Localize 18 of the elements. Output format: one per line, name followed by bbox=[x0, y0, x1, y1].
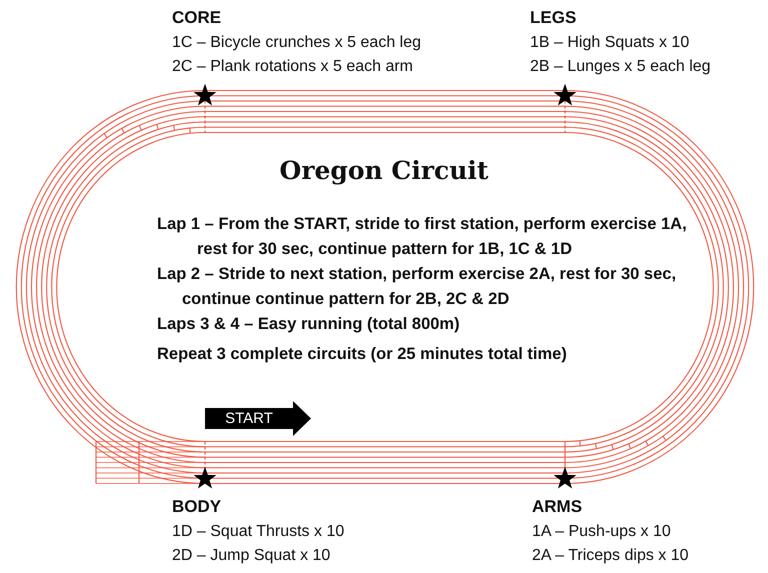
instruction-text: Lap 1 – From the START, stride to first station, perform exercise 1A, rest for 30 sec, continue pattern for 1B, 1C & 1D bbox=[157, 214, 688, 260]
exercise-text: 1A – Push-ups x 10 bbox=[532, 522, 671, 542]
exercise-text: 2A – Triceps dips x 10 bbox=[532, 546, 689, 566]
instruction-text: Lap 2 – Stride to next station, perform exercise 2A, rest for 30 sec, continue continue pattern for 2B, 2C & 2D bbox=[157, 264, 678, 310]
station-heading: BODY bbox=[172, 497, 222, 517]
station-heading: LEGS bbox=[530, 8, 576, 28]
start-label: START bbox=[224, 410, 274, 428]
exercise-text: 2D – Jump Squat x 10 bbox=[172, 546, 330, 566]
instruction-text: Laps 3 & 4 – Easy running (total 800m) bbox=[157, 314, 461, 335]
diagram-title: Oregon Circuit bbox=[280, 156, 488, 185]
station-heading: CORE bbox=[172, 8, 222, 28]
instruction-text: Repeat 3 complete circuits (or 25 minutes total time) bbox=[157, 344, 568, 365]
exercise-text: 2B – Lunges x 5 each leg bbox=[530, 57, 711, 77]
exercise-text: 1B – High Squats x 10 bbox=[530, 32, 690, 52]
exercise-text: 2C – Plank rotations x 5 each arm bbox=[172, 57, 414, 77]
exercise-text: 1D – Squat Thrusts x 10 bbox=[172, 522, 344, 542]
station-heading: ARMS bbox=[532, 497, 582, 517]
exercise-text: 1C – Bicycle crunches x 5 each leg bbox=[172, 32, 422, 52]
